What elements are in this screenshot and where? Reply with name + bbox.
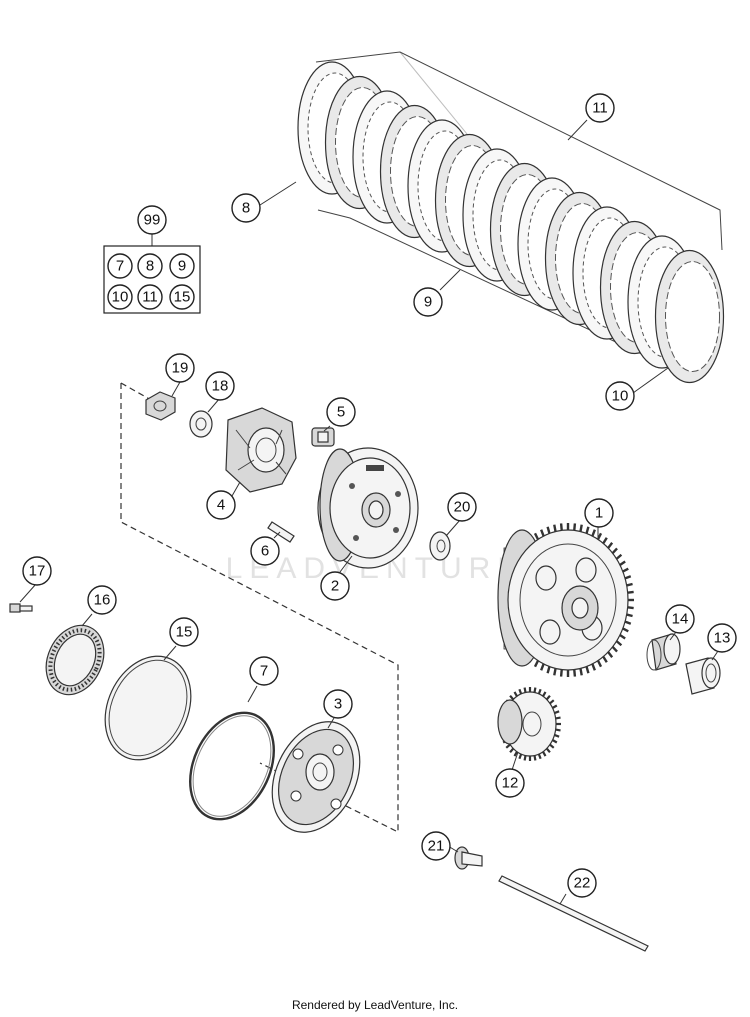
part-16-thrust-bearing: [45, 624, 105, 696]
callout-17-label: 17: [29, 563, 46, 580]
callout-13: 13: [707, 623, 737, 653]
part-6-pin: [267, 521, 295, 543]
callout-2-label: 2: [331, 578, 339, 595]
part-12-primary-gear: [497, 687, 561, 761]
callout-19: 19: [165, 353, 195, 383]
callout-99: 99: [137, 205, 167, 235]
callout-1: 1: [584, 498, 614, 528]
kit-item-5-label: 11: [142, 289, 158, 306]
part-3-pressure-plate: [271, 721, 361, 833]
part-21-push-piece: [454, 846, 483, 870]
kit-label: 99: [144, 212, 161, 229]
callout-6: 6: [250, 536, 280, 566]
disc-stack: [297, 51, 725, 384]
kit-item-6: 15: [169, 284, 195, 310]
callout-21: 21: [421, 831, 451, 861]
part-22-push-rod: [498, 875, 649, 952]
part-5-damper: [311, 427, 335, 447]
callout-9: 9: [413, 287, 443, 317]
part-1-outer-hub: [497, 523, 634, 677]
part-19-nut: [145, 391, 176, 421]
part-7-o-ring: [189, 711, 275, 821]
callout-15: 15: [169, 617, 199, 647]
callout-14-label: 14: [672, 611, 689, 628]
part-13-bushing: [685, 657, 721, 695]
callout-21-label: 21: [428, 838, 445, 855]
callout-3: 3: [323, 689, 353, 719]
callout-20-label: 20: [454, 499, 471, 516]
kit-item-3: 9: [169, 253, 195, 279]
leader-lines: [19, 119, 719, 905]
part-2-inner-hub: [317, 447, 419, 569]
callout-11-label: 11: [592, 100, 608, 117]
callout-2: 2: [320, 571, 350, 601]
kit-item-6-label: 15: [174, 289, 191, 306]
kit-item-3-label: 9: [178, 258, 186, 275]
kit-item-1: 7: [107, 253, 133, 279]
callout-5: 5: [326, 397, 356, 427]
clutch-disc: [654, 249, 725, 384]
part-4-slave-hub: [225, 407, 297, 493]
kit-item-5: 11: [137, 284, 163, 310]
callout-12-label: 12: [502, 775, 519, 792]
kit-item-4: 10: [107, 284, 133, 310]
kit-item-2: 8: [137, 253, 163, 279]
callout-10-label: 10: [612, 388, 629, 405]
callout-7: 7: [249, 656, 279, 686]
callout-9-label: 9: [424, 294, 432, 311]
callout-16: 16: [87, 585, 117, 615]
callout-8: 8: [231, 193, 261, 223]
callout-16-label: 16: [94, 592, 111, 609]
callout-7-label: 7: [260, 663, 268, 680]
kit-item-1-label: 7: [116, 258, 124, 275]
callout-4-label: 4: [217, 497, 225, 514]
callout-1-label: 1: [595, 505, 603, 522]
callout-18: 18: [205, 371, 235, 401]
callout-15-label: 15: [176, 624, 193, 641]
part-14-needle-bearing: [646, 633, 681, 671]
callout-6-label: 6: [261, 543, 269, 560]
callout-10: 10: [605, 381, 635, 411]
kit-item-2-label: 8: [146, 258, 154, 275]
callout-11: 11: [585, 93, 615, 123]
callout-3-label: 3: [334, 696, 342, 713]
part-15-diaphragm-spring: [104, 655, 192, 761]
assembly-dashed-frame: [120, 383, 399, 833]
callout-12: 12: [495, 768, 525, 798]
kit-item-4-label: 10: [112, 289, 129, 306]
callout-20: 20: [447, 492, 477, 522]
callout-4: 4: [206, 490, 236, 520]
callout-8-label: 8: [242, 200, 250, 217]
part-17-bolt: [9, 603, 33, 613]
callout-19-label: 19: [172, 360, 189, 377]
footer-credit: Rendered by LeadVenture, Inc.: [291, 998, 459, 1012]
callout-17: 17: [22, 556, 52, 586]
callout-22-label: 22: [574, 875, 591, 892]
callout-5-label: 5: [337, 404, 345, 421]
callout-13-label: 13: [714, 630, 731, 647]
callout-14: 14: [665, 604, 695, 634]
part-18-washer: [189, 410, 213, 438]
callout-18-label: 18: [212, 378, 229, 395]
callout-22: 22: [567, 868, 597, 898]
part-20-thrust-washer: [429, 531, 451, 561]
